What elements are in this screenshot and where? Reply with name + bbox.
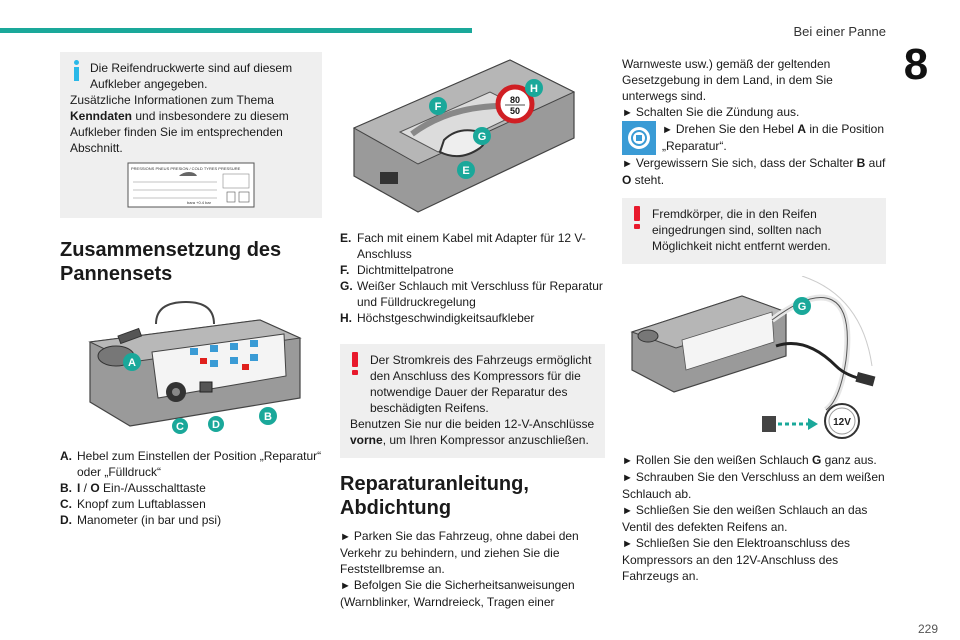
info-icon (70, 60, 82, 82)
legend-item-a: A.Hebel zum Einstellen der Position „Rep… (60, 449, 322, 479)
column-1: Die Reifendruckwerte sind auf diesem Auf… (60, 52, 322, 528)
section-title-repair: Reparaturanleitung, Abdichtung (340, 473, 529, 519)
callout-g (473, 127, 491, 145)
info-bold-term: Kenndaten (70, 109, 133, 123)
step-connect-valve: ►Schließen Sie den weißen Schlauch an da… (622, 503, 868, 534)
step-connect-power: ►Schließen Sie den Elektroanschluss des … (622, 536, 851, 583)
socket-label: 12V (833, 417, 851, 428)
callout-c (172, 418, 188, 434)
warning-icon (632, 206, 642, 230)
warning-note-foreign-objects: Fremdkörper, die in den Reifen eingedrun… (622, 198, 886, 264)
svg-text:C: C (176, 421, 184, 433)
warning-lead-text: Der Stromkreis des Fahrzeugs ermöglicht … (370, 353, 592, 415)
sticker-unit: bara +0.4 bar (187, 200, 212, 205)
step-lever: ►Drehen Sie den Hebel A in die Position … (622, 121, 886, 155)
callout-e (457, 161, 475, 179)
safety-continued: Warnweste usw.) gemäß der geltenden Gese… (622, 57, 833, 103)
chapter-title: Bei einer Panne (793, 24, 886, 39)
svg-text:G: G (798, 301, 807, 313)
svg-text:A: A (128, 357, 136, 369)
svg-text:B: B (264, 411, 272, 423)
callout-g (793, 297, 811, 315)
section-title-kit: Zusammensetzung des Pannensets (60, 239, 282, 285)
legend-item-c: C.Knopf zum Luftablassen (60, 497, 206, 511)
tyre-pressure-sticker-image: PRESSIONS PNEUS PRESION / COLD TYRES PRE… (127, 162, 255, 208)
step-unscrew-cap: ►Schrauben Sie den Verschluss an dem wei… (622, 470, 885, 501)
column-2: 80 50 H F G E E.Fach mit einem Kabel mit… (340, 52, 605, 610)
info-note: Die Reifendruckwerte sind auf diesem Auf… (60, 52, 322, 218)
svg-text:G: G (478, 131, 487, 143)
column-3: Warnweste usw.) gemäß der geltenden Gese… (622, 56, 886, 584)
repair-mode-icon (622, 121, 656, 155)
page-number: 229 (917, 622, 938, 636)
legend-item-g: G.Weißer Schlauch mit Verschluss für Rep… (340, 279, 603, 309)
step-safety: ►Befolgen Sie die Sicherheitsanweisungen… (340, 578, 575, 609)
svg-text:H: H (530, 83, 538, 95)
svg-text:E: E (462, 165, 469, 177)
kit-legend: A.Hebel zum Einstellen der Position „Rep… (60, 448, 322, 528)
speed-limit-bottom: 50 (510, 106, 520, 116)
sealant-compartment-illustration: 80 50 H F G E (352, 59, 576, 213)
repair-steps: ►Parken Sie das Fahrzeug, ohne dabei den… (340, 528, 605, 610)
speed-limit-top: 80 (510, 95, 520, 105)
step-park: ►Parken Sie das Fahrzeug, ohne dabei den… (340, 529, 579, 576)
sticker-header: PRESSIONS PNEUS PRESION / COLD TYRES PRE… (131, 166, 241, 171)
callout-h (525, 79, 543, 97)
legend-item-h: H.Höchstgeschwindigkeitsaufkleber (340, 311, 535, 325)
repair-kit-illustration: A B C D (88, 300, 302, 434)
svg-text:F: F (435, 101, 442, 113)
step-ignition: ►Schalten Sie die Zündung aus. (622, 105, 800, 119)
warning-note-power: Der Stromkreis des Fahrzeugs ermöglicht … (340, 344, 605, 458)
warning-icon (350, 352, 360, 376)
info-text-1: Zusätzliche Informationen zum Thema (70, 93, 274, 107)
compartment-legend: E.Fach mit einem Kabel mit Adapter für 1… (340, 230, 605, 326)
svg-text:D: D (212, 419, 220, 431)
connection-steps: ►Rollen Sie den weißen Schlauch G ganz a… (622, 452, 886, 584)
callout-f (429, 97, 447, 115)
legend-item-f: F.Dichtmittelpatrone (340, 263, 454, 277)
legend-item-b: B.I / O Ein-/Ausschalttaste (60, 481, 206, 495)
info-text-2: und insbesondere zu diesem Aufkleber fin… (70, 109, 289, 155)
legend-item-e: E.Fach mit einem Kabel mit Adapter für 1… (340, 231, 586, 261)
chapter-number: 8 (903, 40, 929, 89)
header-accent-bar (0, 28, 472, 33)
step-unroll-hose: ►Rollen Sie den weißen Schlauch G ganz a… (622, 453, 877, 467)
callout-d (208, 416, 224, 432)
warning-text: Fremdkörper, die in den Reifen eingedrun… (652, 207, 831, 253)
step-switch: ►Vergewissern Sie sich, dass der Schalte… (622, 156, 886, 187)
callout-a (123, 353, 141, 371)
legend-item-d: D.Manometer (in bar und psi) (60, 513, 222, 527)
hose-connection-illustration: G 12V (630, 276, 876, 439)
instructions-continued: Warnweste usw.) gemäß der geltenden Gese… (622, 56, 886, 188)
info-lead-text: Die Reifendruckwerte sind auf diesem Auf… (90, 61, 293, 91)
callout-b (259, 407, 277, 425)
